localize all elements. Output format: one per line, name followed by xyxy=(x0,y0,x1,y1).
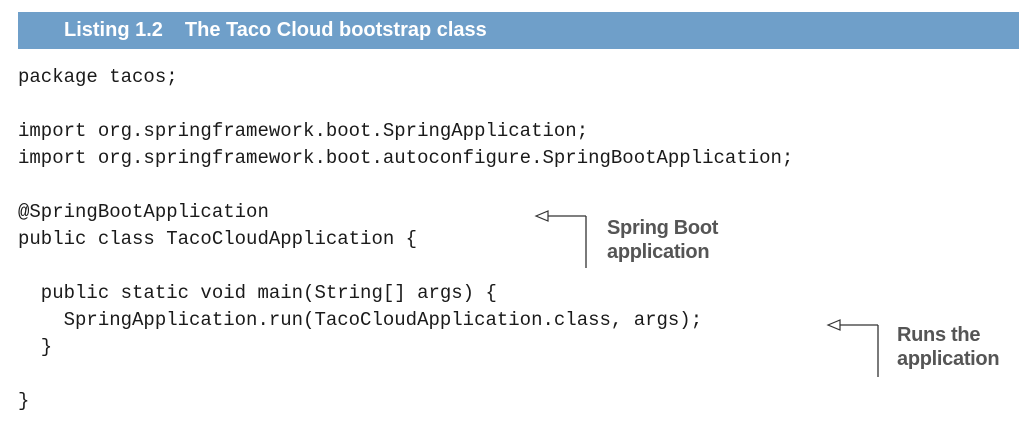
code-line: import org.springframework.boot.SpringAp… xyxy=(18,120,589,142)
annotation-runs-the-application: Runs the application xyxy=(897,323,1000,371)
code-line: } xyxy=(18,390,30,412)
annotation-line: Spring Boot xyxy=(607,217,719,239)
code-line xyxy=(18,91,793,118)
code-line: public class TacoCloudApplication { xyxy=(18,228,418,250)
code-line: public static void main(String[] args) { xyxy=(18,282,497,304)
callout-arrow-runs-app xyxy=(826,319,879,377)
arrowhead-icon xyxy=(534,210,549,222)
annotation-line: application xyxy=(897,348,1000,370)
callout-arrow-spring-boot xyxy=(534,210,587,268)
code-line xyxy=(18,172,793,199)
code-line xyxy=(18,361,793,388)
code-line: @SpringBootApplication xyxy=(18,201,269,223)
listing-number: Listing 1.2 xyxy=(64,19,163,41)
arrowhead-icon xyxy=(826,319,841,331)
code-line: SpringApplication.run(TacoCloudApplicati… xyxy=(18,309,703,331)
code-block: package tacos; import org.springframework… xyxy=(18,64,793,415)
annotation-line: application xyxy=(607,241,710,263)
code-line: import org.springframework.boot.autoconf… xyxy=(18,147,794,169)
listing-header: Listing 1.2 The Taco Cloud bootstrap cla… xyxy=(18,12,1019,49)
annotation-spring-boot-application: Spring Boot application xyxy=(607,216,718,264)
listing-title: The Taco Cloud bootstrap class xyxy=(184,19,487,41)
code-line: package tacos; xyxy=(18,66,178,88)
code-line: } xyxy=(18,336,53,358)
annotation-line: Runs the xyxy=(897,324,981,346)
